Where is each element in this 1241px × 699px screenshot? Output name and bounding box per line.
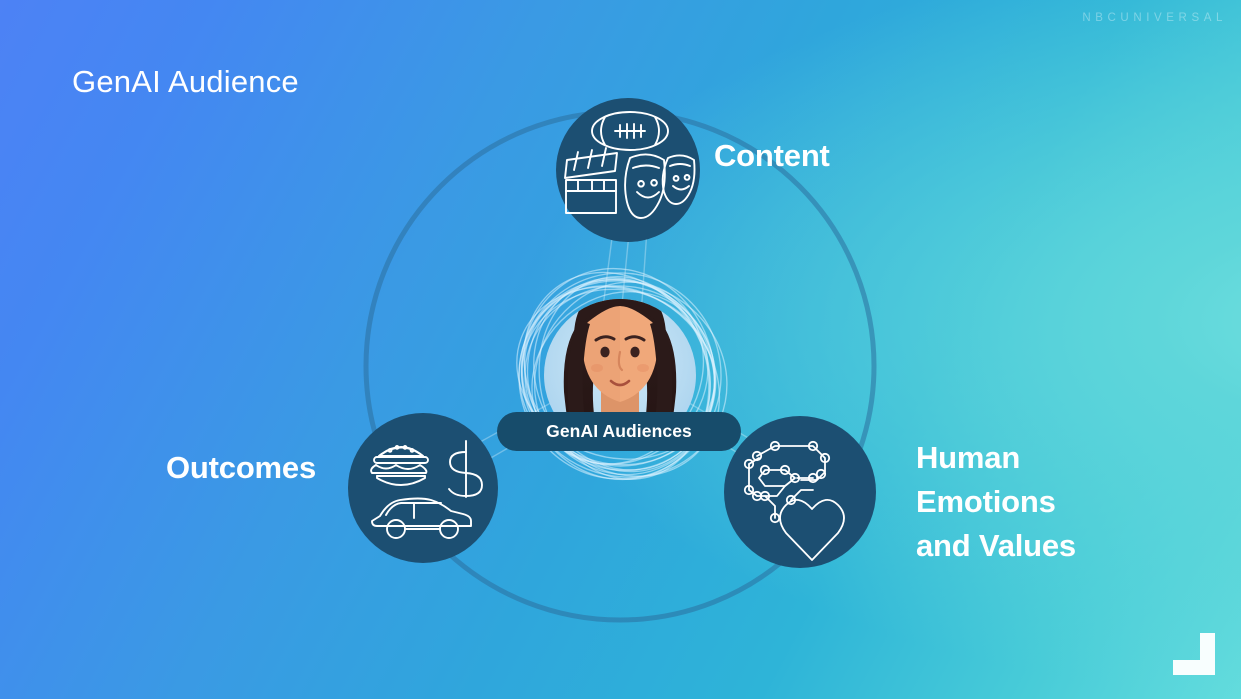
nbcuniversal-wordmark: NBCUNIVERSAL — [1082, 12, 1227, 24]
heart-icon — [779, 499, 845, 561]
node-label-content: Content — [714, 138, 830, 173]
football-icon — [591, 111, 669, 151]
burger-icon — [370, 445, 429, 486]
center-hub-pill[interactable]: GenAI Audiences — [497, 412, 741, 451]
clapperboard-icon — [564, 147, 618, 214]
node-label-outcomes: Outcomes — [166, 450, 316, 485]
dollar-sign-icon — [448, 440, 483, 498]
node-human-emotions[interactable] — [724, 416, 876, 568]
node-content[interactable] — [556, 98, 700, 242]
corner-bracket-logo — [1173, 633, 1215, 675]
node-outcomes[interactable] — [348, 413, 498, 563]
theatre-masks-icon — [624, 153, 696, 219]
center-hub-label: GenAI Audiences — [546, 421, 692, 441]
page-title: GenAI Audience — [72, 64, 299, 99]
node-label-human-emotions: Human Emotions and Values — [916, 440, 1076, 564]
car-icon — [371, 497, 472, 539]
